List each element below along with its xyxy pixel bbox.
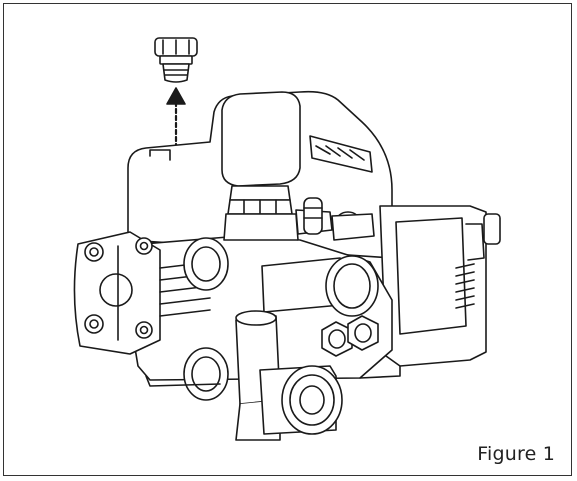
oil-cap-icon [154, 37, 198, 83]
figure-frame [3, 3, 572, 476]
pump-body [73, 90, 501, 441]
figure-caption: Figure 1 [477, 443, 555, 465]
